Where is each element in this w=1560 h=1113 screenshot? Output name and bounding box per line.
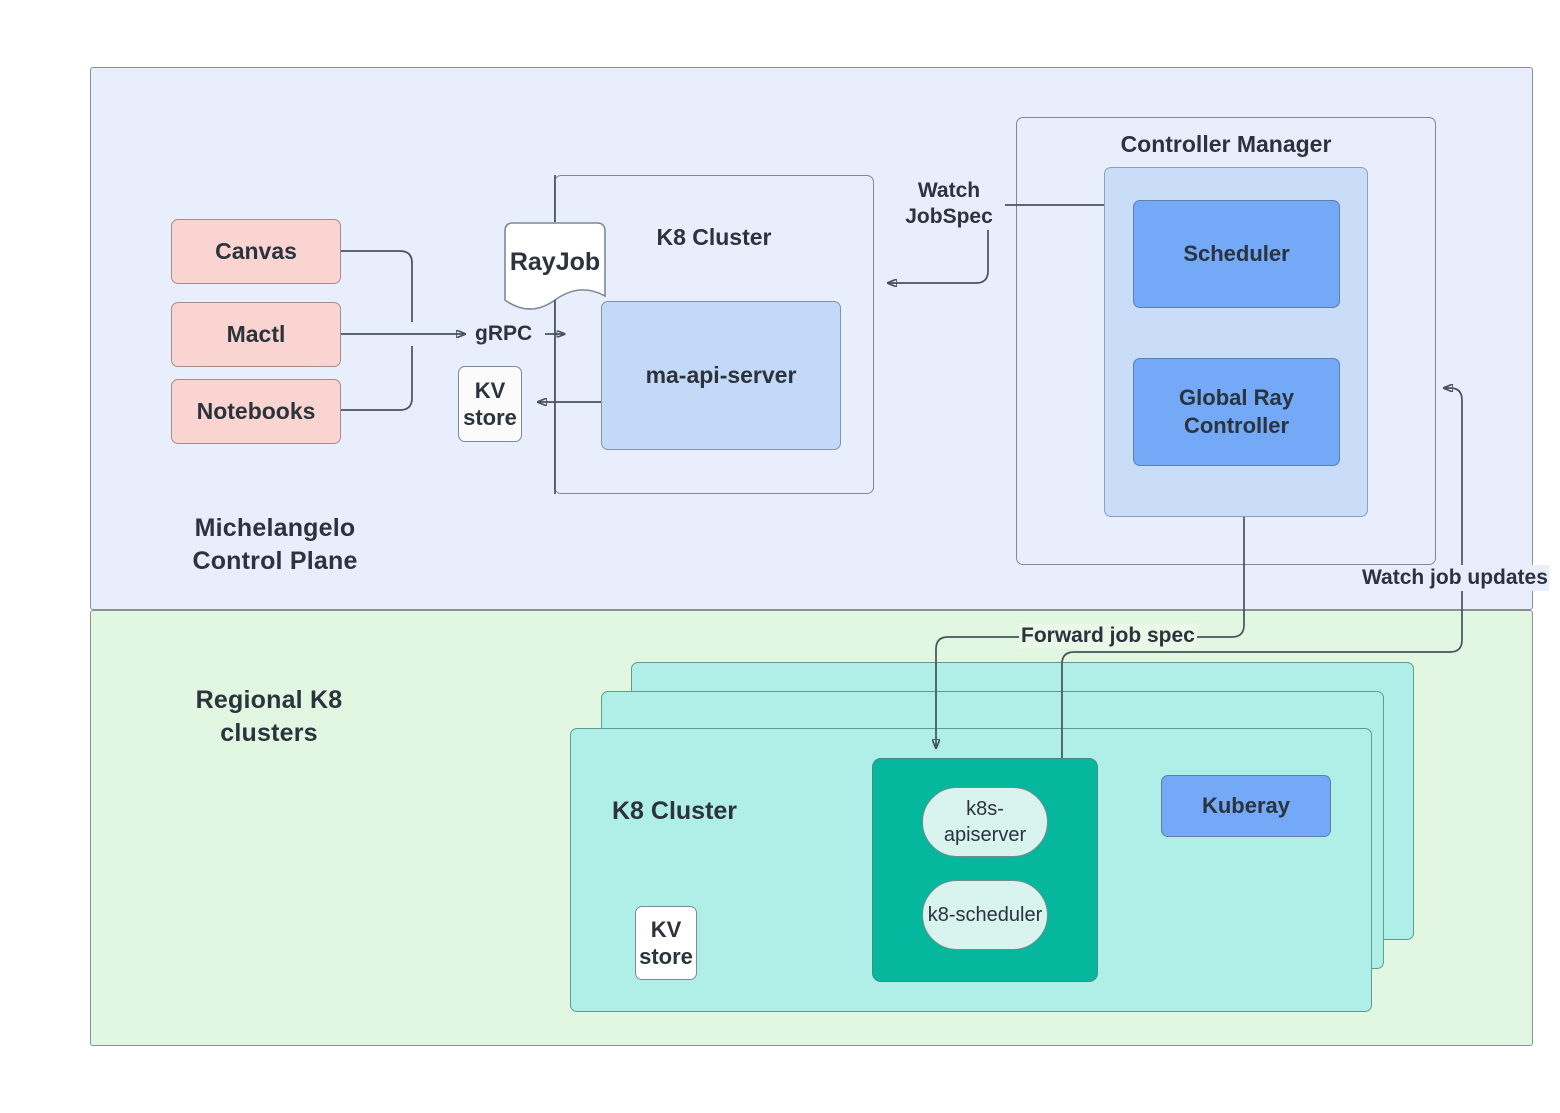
node-global-ray-controller[interactable]: Global Ray Controller <box>1133 358 1340 466</box>
node-mactl-label: Mactl <box>226 321 286 347</box>
node-control-plane-kv-store[interactable]: KV store <box>458 366 522 442</box>
node-global-ray-controller-label-line1: Global Ray <box>1179 385 1294 410</box>
node-ma-api-server[interactable]: ma-api-server <box>601 301 841 450</box>
frame-control-plane-k8-cluster-title: K8 Cluster <box>656 224 772 250</box>
edge-label-grpc: gRPC <box>473 321 535 347</box>
node-control-plane-kv-store-line2: store <box>463 405 517 430</box>
node-regional-kv-store-line2: store <box>639 944 693 969</box>
label-regional-clusters-line1: Regional K8 <box>195 686 343 714</box>
node-global-ray-controller-label-line2: Controller <box>1183 413 1290 438</box>
node-control-plane-kv-store-line1: KV <box>474 378 506 403</box>
node-rayjob-label: RayJob <box>509 248 601 276</box>
edge-label-watch-jobspec-line2: JobSpec <box>905 205 993 228</box>
node-k8-scheduler[interactable]: k8-scheduler <box>922 880 1048 950</box>
node-k8-scheduler-label: k8-scheduler <box>927 904 1043 926</box>
node-canvas-label: Canvas <box>215 238 297 264</box>
label-regional-clusters-line2: clusters <box>220 719 318 747</box>
node-regional-kv-store-line1: KV <box>650 917 682 942</box>
node-regional-kv-store[interactable]: KV store <box>635 906 697 980</box>
frame-controller-manager-title: Controller Manager <box>1120 131 1332 157</box>
node-rayjob[interactable]: RayJob <box>504 222 606 316</box>
label-control-plane-line2: Control Plane <box>192 547 358 575</box>
rayjob-document-icon <box>504 222 606 310</box>
node-canvas[interactable]: Canvas <box>171 219 341 284</box>
regional-k8-cluster-title: K8 Cluster <box>612 797 738 825</box>
edge-label-watch-job-updates: Watch job updates <box>1361 565 1549 591</box>
node-mactl[interactable]: Mactl <box>171 302 341 367</box>
label-control-plane-line1: Michelangelo <box>194 514 356 542</box>
node-k8s-apiserver[interactable]: k8s- apiserver <box>922 787 1048 857</box>
edge-label-watch-jobspec-line1: Watch <box>917 179 981 202</box>
node-k8s-apiserver-line2: apiserver <box>943 824 1027 846</box>
node-kuberay-label: Kuberay <box>1201 793 1291 818</box>
label-regional-clusters: Regional K8 clusters <box>148 684 390 750</box>
node-k8s-apiserver-line1: k8s- <box>966 798 1004 820</box>
node-notebooks[interactable]: Notebooks <box>171 379 341 444</box>
edge-label-watch-jobspec: Watch JobSpec <box>893 178 1005 230</box>
label-control-plane: Michelangelo Control Plane <box>155 512 395 578</box>
node-kuberay[interactable]: Kuberay <box>1161 775 1331 837</box>
node-scheduler-label: Scheduler <box>1183 241 1290 266</box>
node-ma-api-server-label: ma-api-server <box>645 362 797 388</box>
edge-label-forward-job-spec: Forward job spec <box>1019 623 1197 649</box>
node-notebooks-label: Notebooks <box>196 398 316 424</box>
node-scheduler[interactable]: Scheduler <box>1133 200 1340 308</box>
